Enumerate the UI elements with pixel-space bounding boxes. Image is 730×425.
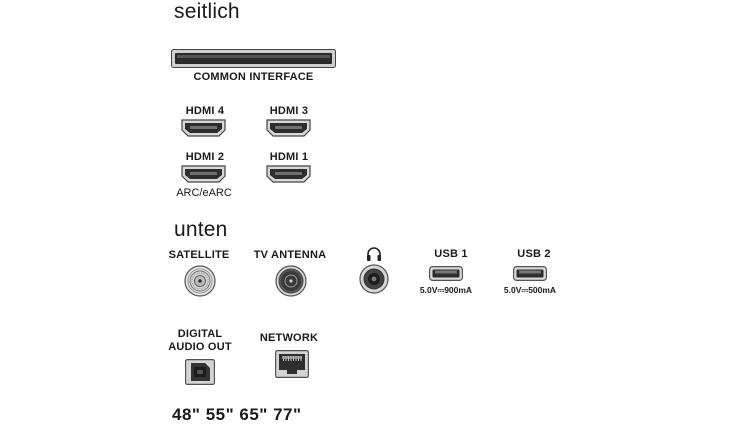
bottom-section-title: unten xyxy=(174,218,228,241)
common-interface-slot-icon xyxy=(171,49,336,68)
digital-audio-out-label: DIGITAL AUDIO OUT xyxy=(166,328,234,354)
hdmi2-arc-label: ARC/eARC xyxy=(176,187,232,199)
satellite-label: SATELLITE xyxy=(168,249,230,261)
hdmi4-label: HDMI 4 xyxy=(185,105,225,117)
usb2-label: USB 2 xyxy=(517,248,551,260)
headphone-jack-icon xyxy=(359,264,389,294)
hdmi4-port-icon xyxy=(181,119,226,137)
headphones-icon xyxy=(367,247,381,261)
usb2-port-icon xyxy=(513,266,547,282)
network-label: NETWORK xyxy=(259,332,319,344)
hdmi1-port-icon xyxy=(266,165,311,183)
hdmi3-label: HDMI 3 xyxy=(269,105,309,117)
usb1-label: USB 1 xyxy=(434,248,468,260)
hdmi2-port-icon xyxy=(181,165,226,183)
network-port-icon xyxy=(275,350,309,378)
tv-sizes-label: 48" 55" 65" 77" xyxy=(172,405,302,424)
satellite-port-icon xyxy=(184,265,216,297)
optical-audio-port-icon xyxy=(185,359,215,385)
tv-antenna-port-icon xyxy=(275,265,307,297)
digital-audio-out-label-line2: AUDIO OUT xyxy=(168,341,232,353)
hdmi2-label: HDMI 2 xyxy=(185,151,225,163)
hdmi3-port-icon xyxy=(266,119,311,137)
digital-audio-out-label-line1: DIGITAL xyxy=(177,328,223,340)
common-interface-label: COMMON INTERFACE xyxy=(193,71,314,83)
usb1-spec-label: 5.0V⎓900mA xyxy=(419,285,473,295)
usb2-spec-label: 5.0V⎓500mA xyxy=(503,285,557,295)
tv-antenna-label: TV ANTENNA xyxy=(253,249,327,261)
hdmi1-label: HDMI 1 xyxy=(269,151,309,163)
side-section-title: seitlich xyxy=(174,0,240,23)
usb1-port-icon xyxy=(429,266,463,282)
